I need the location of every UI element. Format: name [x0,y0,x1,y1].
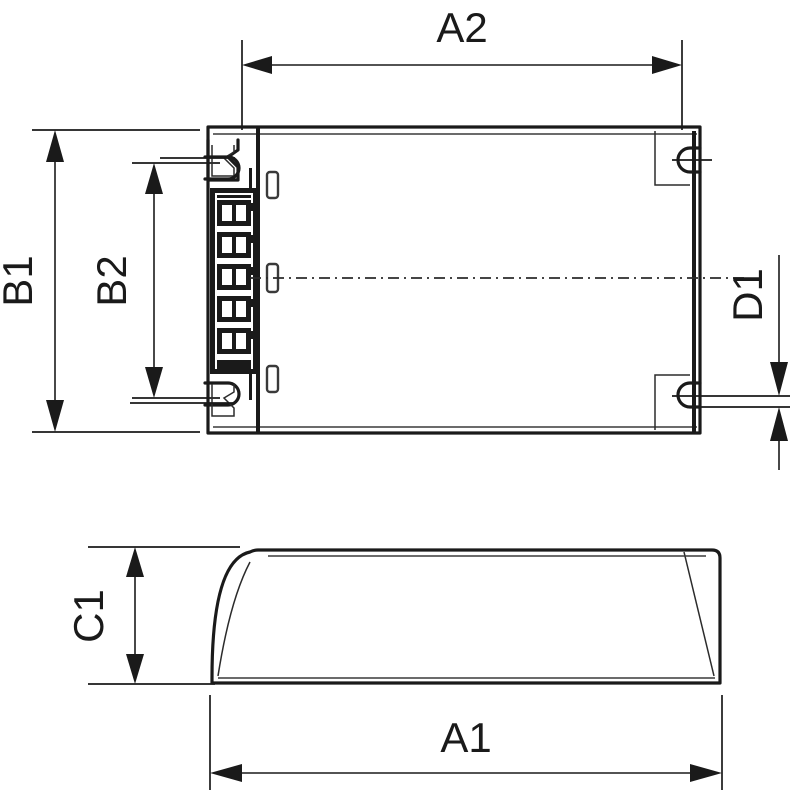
terminal-slot-1b [236,205,246,221]
c1-arrowhead-bottom [126,654,144,684]
b2-arrowhead-bottom [145,367,163,398]
d1-arrowhead-lower [770,407,788,441]
housing-right-inner-bar [692,131,696,433]
a2-arrowhead-right [652,56,682,74]
vent-slot-bottom [265,364,280,394]
terminal-slot-3b [236,269,246,285]
c1-arrowhead-top [126,547,144,577]
b1-arrowhead-top [46,130,64,162]
terminal-contact-3 [247,267,254,275]
housing-outer-outline [206,125,702,435]
b2-dimension-label: B2 [88,255,135,306]
terminal-slot-2b [236,237,246,253]
left-bottom-bracket-inner [211,384,235,417]
side-view-right-taper-line [683,551,715,677]
terminal-contact-1 [247,203,254,211]
left-top-bracket-inner [211,145,235,177]
vent-slot-top [265,170,280,200]
terminal-contact-2 [247,235,254,243]
a1-dimension-label: A1 [440,714,491,761]
a2-dimension-label: A2 [436,4,487,51]
d1-dimension-label: D1 [724,268,771,322]
a2-arrowhead-left [242,56,272,74]
terminal-slot-4a [222,301,232,317]
terminal-divider-0 [217,195,251,198]
side-view-outline [210,548,722,685]
terminal-slot-5a [222,333,232,349]
terminal-slot-2a [222,237,232,253]
terminal-slot-3a [222,269,232,285]
terminal-block [210,188,258,374]
top-view-group: A2 B1 B2 [0,4,790,470]
right-bottom-keyhole-slot [676,381,702,409]
terminal-divider-6 [217,360,251,369]
b1-arrowhead-bottom [46,400,64,432]
d1-arrowhead-upper [770,362,788,396]
right-bottom-bracket-inner [654,374,690,430]
terminal-contact-5 [247,331,254,339]
terminal-slot-5b [236,333,246,349]
side-view-left-sliver [217,561,251,677]
right-top-bracket-inner [654,131,690,186]
b1-dimension-label: B1 [0,255,41,306]
side-view-group: C1 A1 [65,546,723,790]
terminal-slot-4b [236,301,246,317]
terminal-slot-1a [222,205,232,221]
terminal-contact-4 [247,299,254,307]
a1-arrowhead-right [690,764,722,782]
b2-arrowhead-top [145,163,163,194]
c1-dimension-label: C1 [65,589,112,643]
a1-arrowhead-left [210,764,242,782]
